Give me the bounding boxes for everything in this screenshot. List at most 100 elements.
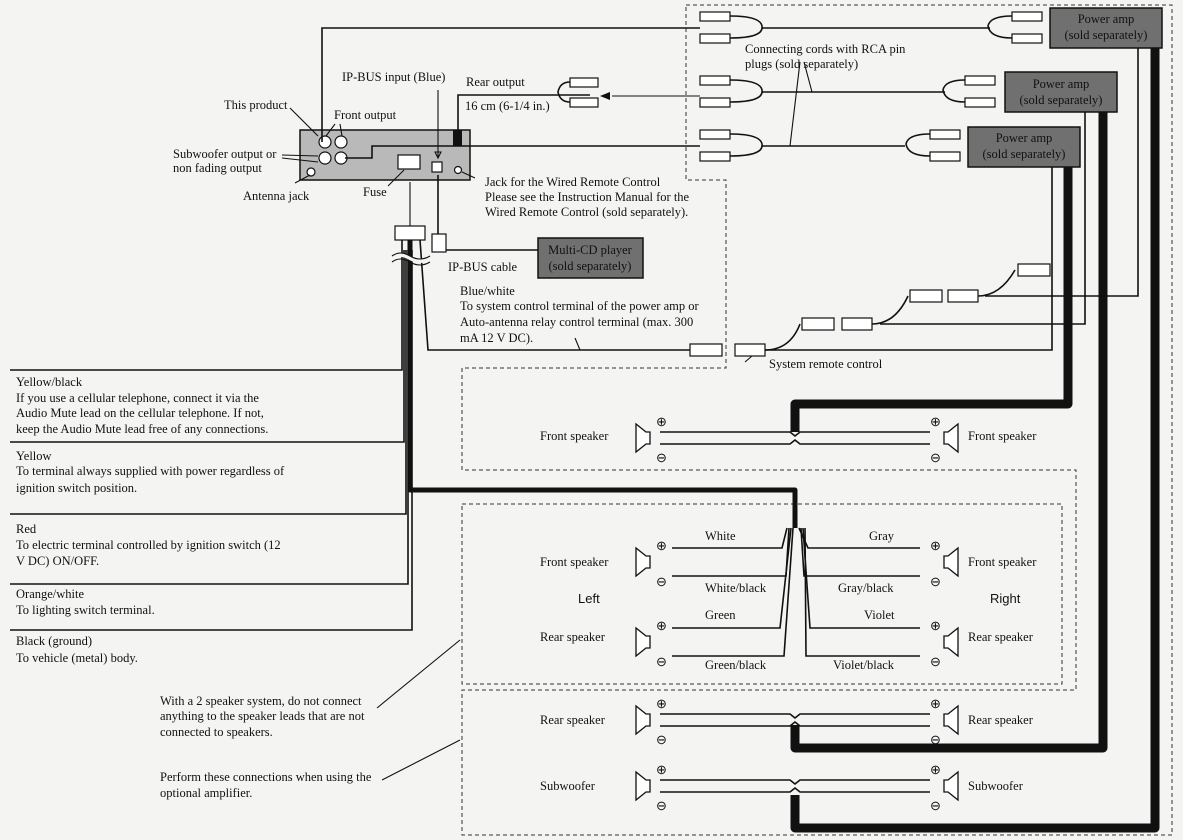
label-cable-length: 16 cm (6-1/4 in.): [465, 99, 550, 113]
note-optional-amp-2: optional amplifier.: [160, 786, 252, 800]
note-optional-amp-1: Perform these connections when using the: [160, 770, 372, 784]
remote-wire-amp2: [880, 112, 1086, 325]
ipbus-jack: [431, 161, 443, 173]
speaker-plus-terminal: ⊕: [656, 762, 667, 777]
lead-yellow-title: Yellow: [16, 449, 52, 463]
lead-yellow-black-title: Yellow/black: [16, 375, 83, 389]
cable-amp2-rear: [790, 112, 1108, 753]
harness-connector: [394, 225, 426, 241]
speaker-plus-terminal: ⊕: [930, 618, 941, 633]
speaker-leads: [672, 527, 920, 657]
speaker-minus-terminal: ⊖: [656, 654, 667, 669]
label-fuse: Fuse: [363, 185, 387, 199]
speaker-icon: ⊕⊖: [930, 762, 959, 813]
label-green-black: Green/black: [705, 658, 767, 672]
power-amp-1-sub: (sold separately): [1065, 28, 1148, 42]
label-subwoofer-right: Subwoofer: [968, 779, 1024, 793]
speaker-plus-terminal: ⊕: [656, 414, 667, 429]
label-violet-black: Violet/black: [833, 658, 895, 672]
label-antenna-jack: Antenna jack: [243, 189, 310, 203]
label-ipbus-cable: IP-BUS cable: [448, 260, 518, 274]
remote-wire-amp1: [985, 48, 1139, 297]
lead-orange-white-title: Orange/white: [16, 587, 84, 601]
speaker-minus-terminal: ⊖: [930, 450, 941, 465]
label-front-output: Front output: [334, 108, 397, 122]
lead-yellow-line-2: ignition switch position.: [16, 481, 137, 495]
arrow-ipbus-input: [434, 151, 442, 160]
front-output-jack-right: [334, 135, 348, 149]
label-rear-speaker-left: Rear speaker: [540, 630, 606, 644]
speaker-icon: ⊕⊖: [930, 414, 959, 465]
speaker-plus-terminal: ⊕: [930, 762, 941, 777]
power-amp-3: Power amp (sold separately): [967, 126, 1081, 168]
speaker-icon: ⊕⊖: [635, 696, 667, 747]
note-two-speaker-1: With a 2 speaker system, do not connect: [160, 694, 362, 708]
power-amp-1-title: Power amp: [1078, 12, 1135, 26]
leader-subwoofer: [281, 154, 319, 163]
leader-front-output: [325, 123, 343, 137]
speaker-icon: ⊕⊖: [635, 414, 667, 465]
lead-red-line-1: To electric terminal controlled by ignit…: [16, 538, 281, 552]
wire-rear-output: [457, 94, 590, 130]
label-blue-white-3: Auto-antenna relay control terminal (max…: [460, 315, 693, 329]
lead-black: [10, 250, 413, 631]
amp-subwoofer-leads: [660, 779, 930, 793]
speaker-icons: ⊕⊖⊕⊖⊕⊖⊕⊖⊕⊖⊕⊖⊕⊖⊕⊖⊕⊖⊕⊖: [635, 414, 959, 813]
ipbus-plug: [431, 233, 447, 253]
lead-red: [10, 250, 407, 515]
amp-rear-leads: [660, 713, 930, 727]
speaker-plus-terminal: ⊕: [930, 696, 941, 711]
leader-two-speaker-note: [376, 639, 461, 709]
lead-yellow-line-1: To terminal always supplied with power r…: [16, 464, 285, 478]
speaker-icon: ⊕⊖: [930, 538, 959, 589]
multi-cd-player: Multi-CD player (sold separately): [537, 237, 644, 279]
speaker-minus-terminal: ⊖: [930, 574, 941, 589]
lead-blue-white: [419, 239, 690, 351]
label-white-black: White/black: [705, 581, 767, 595]
label-front-speaker-left: Front speaker: [540, 555, 609, 569]
label-right: Right: [990, 591, 1021, 606]
harness-speaker-bundle: [407, 240, 798, 520]
leader-this-product: [289, 107, 319, 137]
amp-front-leads: [660, 431, 930, 445]
rear-output-cable-stub: [453, 130, 462, 146]
lead-black-title: Black (ground): [16, 634, 92, 648]
speaker-icon: ⊕⊖: [635, 538, 667, 589]
speaker-plus-terminal: ⊕: [930, 538, 941, 553]
wire-front-output-top: [321, 27, 700, 142]
label-wired-remote-3: Wired Remote Control (sold separately).: [485, 205, 688, 219]
label-gray-black: Gray/black: [838, 581, 894, 595]
speaker-minus-terminal: ⊖: [930, 732, 941, 747]
arrow-rear-output-head: [600, 92, 610, 100]
label-left: Left: [578, 591, 600, 606]
power-amp-3-sub: (sold separately): [983, 147, 1066, 161]
lead-black-line-1: To vehicle (metal) body.: [16, 651, 138, 665]
speaker-minus-terminal: ⊖: [656, 574, 667, 589]
leader-system-remote: [744, 355, 753, 363]
dashed-region-amplifier: [461, 4, 1173, 836]
label-ipbus-input: IP-BUS input (Blue): [342, 70, 445, 84]
label-blue-white-2: To system control terminal of the power …: [460, 299, 699, 313]
speaker-minus-terminal: ⊖: [656, 798, 667, 813]
power-amp-2-sub: (sold separately): [1020, 93, 1103, 107]
lead-orange-white-line-1: To lighting switch terminal.: [16, 603, 155, 617]
power-amp-1: Power amp (sold separately): [1049, 7, 1163, 49]
lead-yellow-black-line-1: If you use a cellular telephone, connect…: [16, 391, 259, 405]
label-blue-white-4: mA 12 V DC).: [460, 331, 533, 345]
speaker-plus-terminal: ⊕: [656, 618, 667, 633]
power-amp-2: Power amp (sold separately): [1004, 71, 1118, 113]
harness-break-lines: [391, 252, 431, 266]
label-front-speaker-amp-left: Front speaker: [540, 429, 609, 443]
label-rear-speaker-amp-right: Rear speaker: [968, 713, 1034, 727]
speaker-icon: ⊕⊖: [635, 762, 667, 813]
label-violet: Violet: [864, 608, 895, 622]
label-subwoofer-output: Subwoofer output or: [173, 147, 277, 161]
lead-red-line-2: V DC) ON/OFF.: [16, 554, 99, 568]
power-connector: [397, 154, 421, 170]
speaker-minus-terminal: ⊖: [656, 732, 667, 747]
label-blue-white-1: Blue/white: [460, 284, 515, 298]
rca-row-middle: [557, 75, 996, 108]
leader-rca-cords: [789, 61, 813, 147]
speaker-icon: ⊕⊖: [930, 618, 959, 669]
lead-red-title: Red: [16, 522, 37, 536]
